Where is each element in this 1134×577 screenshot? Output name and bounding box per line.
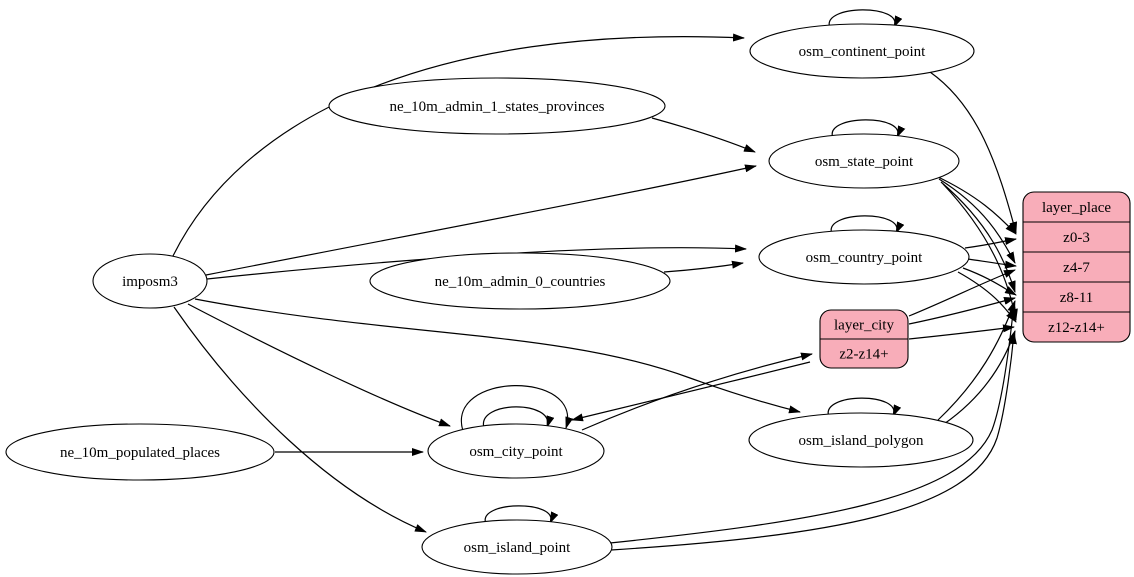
- node-osm_state_point: osm_state_point: [768, 133, 960, 189]
- edge-imposm3-to-osm_city_point: [187, 303, 451, 427]
- self-loop-osm_city_point__outer: [460, 385, 574, 432]
- self-loop-osm_state_point: [831, 119, 906, 139]
- node-ellipse-osm_state_point: [768, 133, 960, 189]
- record-row-layer_city-layer_city: layer_city: [834, 318, 894, 334]
- record-row-layer_place-z12-z14+: z12-z14+: [1048, 320, 1105, 336]
- edge-layer_city-to-layer_place.z4-7: [908, 269, 1016, 317]
- edge-osm_country_point-to-layer_place.z12-z14+: [957, 271, 1017, 323]
- edge-layer_city-to-layer_place.z12-z14+: [908, 324, 1015, 340]
- node-layer_city: layer_city z2-z14+: [819, 309, 909, 369]
- node-ne_10m_admin_0_countries: ne_10m_admin_0_countries: [369, 252, 671, 310]
- node-ellipse-ne_10m_admin_1_states_provinces: [328, 77, 666, 135]
- node-label-ne_10m_admin_0_countries: ne_10m_admin_0_countries: [435, 274, 606, 290]
- node-label-osm_country_point: osm_country_point: [806, 250, 923, 266]
- edge-imposm3-to-osm_island_polygon: [194, 298, 801, 414]
- edge-imposm3-to-osm_state_point: [205, 164, 757, 276]
- self-loop-osm_island_point: [484, 505, 559, 525]
- node-ellipse-osm_continent_point: [749, 23, 975, 79]
- edge-imposm3-to-osm_continent_point: [171, 33, 745, 259]
- record-row-layer_place-z0-3: z0-3: [1063, 230, 1090, 246]
- edge-osm_island_point-to-layer_place.z12-z14+: [610, 332, 1017, 551]
- node-ellipse-osm_country_point: [758, 229, 970, 285]
- edge-osm_state_point-to-layer_place.z0-3: [935, 175, 1017, 235]
- edge-osm_country_point-to-layer_place.z4-7: [967, 258, 1017, 269]
- node-ne_10m_admin_1_states_provinces: ne_10m_admin_1_states_provinces: [328, 77, 666, 135]
- record-row-layer_city-z2-z14+: z2-z14+: [839, 347, 888, 363]
- node-label-osm_continent_point: osm_continent_point: [799, 44, 926, 60]
- edge-osm_country_point-to-layer_place.z0-3: [964, 237, 1017, 249]
- edge-osm_country_point-to-layer_place.z8-11: [962, 267, 1017, 296]
- record-row-layer_place-layer_place: layer_place: [1042, 200, 1111, 216]
- node-ellipse-imposm3: [92, 253, 208, 309]
- edge-osm_state_point-to-layer_place.z8-11: [940, 181, 1016, 293]
- record-box-layer_place: [1022, 191, 1131, 343]
- node-label-osm_city_point: osm_city_point: [469, 444, 563, 460]
- node-ne_10m_populated_places: ne_10m_populated_places: [5, 423, 275, 481]
- self-loop-osm_city_point__inner: [483, 406, 555, 429]
- node-label-ne_10m_populated_places: ne_10m_populated_places: [60, 445, 220, 461]
- node-osm_country_point: osm_country_point: [758, 229, 970, 285]
- record-row-layer_place-z8-11: z8-11: [1060, 290, 1094, 306]
- edge-osm_state_point-to-layer_place.z4-7: [938, 178, 1016, 264]
- edge-ne_10m_admin_1_states_provinces-to-osm_state_point: [651, 117, 756, 153]
- edge-layer_city-to-layer_place.z8-11: [908, 297, 1016, 325]
- node-label-osm_island_point: osm_island_point: [464, 540, 572, 556]
- node-label-imposm3: imposm3: [122, 274, 178, 290]
- node-ellipse-osm_city_point: [427, 423, 605, 479]
- record-row-layer_place-z4-7: z4-7: [1063, 260, 1090, 276]
- edge-osm_city_point-to-layer_city.z2-z14+: [581, 352, 813, 431]
- node-osm_island_point: osm_island_point: [421, 519, 613, 575]
- node-ellipse-ne_10m_populated_places: [5, 423, 275, 481]
- edge-ne_10m_admin_0_countries-to-osm_country_point: [663, 260, 744, 273]
- node-layer_place: layer_place z0-3 z4-7 z8-11 z12-z14+: [1022, 191, 1131, 343]
- node-osm_continent_point: osm_continent_point: [749, 23, 975, 79]
- node-ellipse-ne_10m_admin_0_countries: [369, 252, 671, 310]
- node-imposm3: imposm3: [92, 253, 208, 309]
- node-label-ne_10m_admin_1_states_provinces: ne_10m_admin_1_states_provinces: [390, 99, 605, 115]
- node-osm_city_point: osm_city_point: [427, 423, 605, 479]
- self-loop-osm_island_polygon: [827, 397, 902, 418]
- edge-imposm3-to-osm_island_point: [173, 306, 427, 533]
- node-label-osm_state_point: osm_state_point: [815, 154, 914, 170]
- node-ellipse-osm_island_point: [421, 519, 613, 575]
- node-osm_island_polygon: osm_island_polygon: [748, 412, 974, 468]
- node-ellipse-osm_island_polygon: [748, 412, 974, 468]
- edge-osm_island_polygon-to-layer_place.z8-11: [937, 300, 1016, 421]
- self-loop-osm_continent_point: [828, 9, 903, 29]
- edge-layer_city-to-osm_city_point: [571, 361, 811, 422]
- node-label-osm_island_polygon: osm_island_polygon: [798, 433, 924, 449]
- self-loop-osm_country_point: [830, 215, 905, 235]
- edge-osm_continent_point-to-layer_place.z0-3: [929, 71, 1018, 234]
- edge-osm_island_point-to-layer_place.z8-11: [609, 302, 1017, 544]
